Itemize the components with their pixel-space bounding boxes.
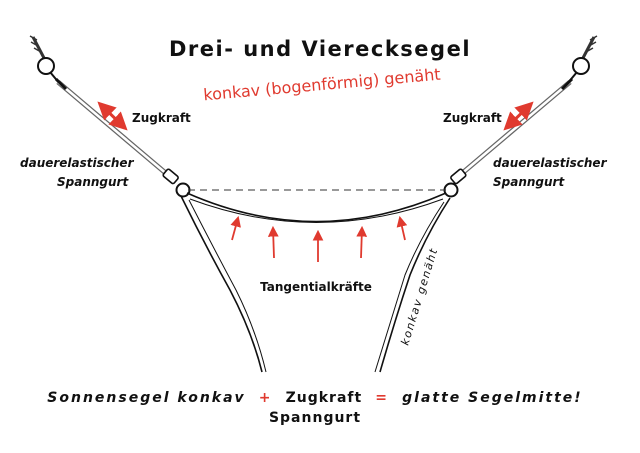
formula-equals: = (375, 390, 389, 406)
strap-right-label-line1: dauerelastischer (493, 156, 608, 170)
bottom-formula: Sonnensegel konkav + Zugkraft = glatte S… (47, 387, 582, 406)
strap-right-label-line2: Spanngurt (493, 175, 565, 189)
right-zugkraft-arrow (503, 101, 534, 131)
formula-plus: + (259, 390, 273, 406)
tangential-forces-label: Tangentialkräfte (260, 280, 372, 294)
diagram-title: Drei- und Vierecksegel (169, 37, 471, 61)
edge-sewn-label: konkav genäht (398, 246, 440, 347)
tangential-arrow (230, 215, 241, 241)
formula-part-sail: Sonnensegel konkav (47, 390, 245, 406)
formula-part-tension: Zugkraft (286, 390, 363, 406)
left-wall-hook-icon (29, 35, 61, 85)
right-buckle-icon (443, 168, 467, 198)
tangential-arrow (356, 225, 368, 259)
formula-line2: Spanngurt (269, 410, 361, 426)
formula-result: glatte Segelmitte! (402, 390, 583, 406)
strap-left-label-line2: Spanngurt (57, 175, 129, 189)
left-buckle-icon (162, 168, 191, 198)
tangential-arrow (267, 225, 279, 259)
zugkraft-right-label: Zugkraft (443, 111, 502, 125)
tangential-arrow (396, 215, 408, 241)
sail-left-edge (180, 195, 263, 373)
sail-right-edge (379, 197, 451, 373)
left-zugkraft-arrow (97, 101, 128, 131)
zugkraft-left-label: Zugkraft (132, 111, 191, 125)
tangential-force-arrows (230, 215, 408, 262)
strap-left-label-line1: dauerelastischer (20, 156, 135, 170)
diagram-subtitle: konkav (bogenförmig) genäht (203, 65, 442, 105)
right-wall-hook-icon (566, 35, 598, 85)
sail-top-edge (186, 192, 447, 223)
